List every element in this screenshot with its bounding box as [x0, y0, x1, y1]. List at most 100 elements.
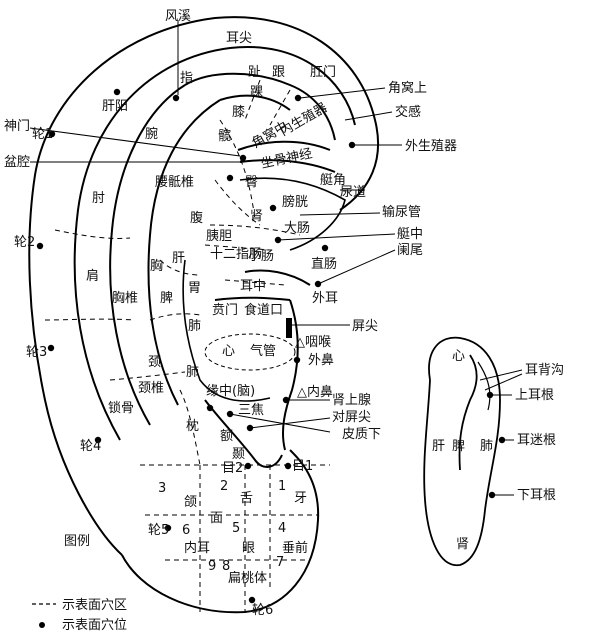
label-biantaoti: 扁桃体 — [228, 571, 267, 586]
label-lun4: 轮4 — [80, 439, 101, 454]
back-ear-leaders — [479, 369, 523, 496]
concha-boundary — [182, 259, 271, 402]
label-zuogushenjing: 坐骨神经 — [260, 146, 314, 171]
label-pizhixia: 皮质下 — [342, 427, 381, 442]
label-lanwei: 阑尾 — [397, 243, 423, 258]
lobe-outline — [121, 449, 320, 614]
label-back-pi: 脾 — [452, 439, 465, 454]
label-waibi: 外鼻 — [308, 352, 334, 368]
label-qiguan: 气管 — [250, 343, 276, 359]
helix-crus — [244, 269, 311, 286]
label-shierzhichang: 十二指肠 — [210, 247, 262, 262]
label-back-fei: 肺 — [480, 439, 493, 454]
label-waier: 外耳 — [312, 291, 338, 306]
label-jiaogan: 交感 — [395, 104, 421, 120]
label-n5: 5 — [232, 521, 240, 536]
label-niaodao: 尿道 — [340, 185, 366, 200]
label-xiaergen: 下耳根 — [517, 488, 556, 503]
label-n3: 3 — [158, 481, 166, 496]
label-zhi: 指 — [180, 71, 193, 86]
label-xin: 心 — [222, 344, 235, 359]
label-lun6: 轮6 — [252, 603, 273, 618]
region-boundaries — [44, 79, 330, 612]
label-yidan: 胰胆 — [206, 229, 232, 244]
label-zhen: 枕 — [186, 419, 199, 434]
lower-crus — [237, 140, 331, 151]
helix-outline — [28, 16, 380, 556]
acupoint-dots — [36, 88, 356, 604]
label-he: 颌 — [184, 495, 197, 510]
label-yuanzhong: 缘中(脑) — [206, 384, 255, 399]
label-kou: 口 — [270, 303, 283, 318]
label-jian: 肩 — [86, 268, 99, 284]
label-gangmen: 肛门 — [310, 65, 336, 80]
label-shenshangxian: 肾上腺 — [332, 393, 371, 408]
cavum-heart-zone — [204, 333, 296, 371]
label-lun3: 轮3 — [26, 345, 47, 360]
back-ear-groove — [458, 354, 478, 471]
label-neier: 内耳 — [184, 540, 210, 556]
label-wei: 胃 — [188, 281, 201, 296]
label-shen: 肾 — [250, 209, 263, 224]
label-mian: 面 — [210, 511, 223, 526]
label-jingzhui: 颈椎 — [138, 381, 164, 396]
label-suogu: 锁骨 — [108, 400, 134, 416]
label-erzhong: 耳中 — [240, 279, 266, 294]
label-gen: 跟 — [272, 65, 285, 80]
lower-crus-2 — [239, 159, 336, 173]
label-lun2: 轮2 — [14, 235, 35, 250]
upper-crus-inner — [219, 94, 291, 111]
label-tingzhong: 艇中 — [397, 227, 423, 242]
label-neibi: △内鼻 — [297, 384, 333, 400]
label-e: 额 — [220, 429, 233, 444]
label-ermigen: 耳迷根 — [517, 433, 556, 448]
label-n6: 6 — [182, 523, 190, 538]
label-wan: 腕 — [145, 126, 158, 142]
label-benmen: 贲门 — [212, 303, 238, 318]
label-xiong: 胸 — [150, 259, 163, 274]
label-xi: 膝 — [232, 105, 245, 120]
legend-area-text: 示表面穴区 — [62, 598, 127, 613]
antihelix-inner — [147, 99, 221, 406]
label-n4: 4 — [278, 521, 286, 536]
label-lun5: 轮5 — [148, 523, 169, 538]
label-mu1: 目1 — [292, 459, 313, 474]
upper-crus — [184, 72, 336, 141]
label-fei2: 肺 — [186, 365, 199, 380]
helix-inner-ridge — [73, 46, 356, 441]
label-lun1: 轮1 — [32, 127, 53, 142]
label-yanhou: △咽喉 — [295, 335, 331, 350]
back-ear-groove-2 — [477, 361, 491, 411]
label-pi: 脾 — [160, 291, 173, 306]
label-penqiang: 盆腔 — [4, 155, 30, 170]
label-n2: 2 — [220, 479, 228, 494]
label-xiongzhui: 胸椎 — [112, 291, 138, 306]
label-shangergen: 上耳根 — [515, 388, 554, 403]
label-huai: 踝 — [250, 85, 263, 100]
helix-crus-lower — [214, 296, 291, 301]
antitragus — [204, 399, 283, 468]
label-n9: 9 — [208, 559, 216, 574]
label-mu2: 目2 — [222, 461, 243, 476]
tragus — [282, 299, 299, 451]
label-back-shen: 肾 — [456, 537, 469, 552]
label-zhichang: 直肠 — [311, 257, 337, 272]
label-tun: 臀 — [245, 175, 258, 190]
tragus-hatch — [286, 318, 292, 338]
label-zhou: 肘 — [92, 191, 105, 206]
label-jing: 颈 — [148, 355, 161, 370]
label-shenmen: 神门 — [4, 119, 30, 134]
label-zhi-toe: 趾 — [248, 65, 261, 80]
legend-point-text: 示表面穴位 — [62, 618, 127, 633]
label-back-xin: 心 — [452, 349, 465, 364]
label-erbeigou: 耳背沟 — [525, 363, 564, 378]
label-ya: 牙 — [294, 491, 307, 506]
label-erjian: 耳尖 — [226, 31, 252, 46]
label-yaodizhui: 腰骶椎 — [155, 175, 194, 190]
label-pingjian: 屏尖 — [352, 319, 378, 334]
label-n7: 7 — [276, 555, 284, 570]
label-tingjiao: 艇角 — [320, 173, 346, 188]
label-waishengzhiqi: 外生殖器 — [405, 138, 457, 154]
